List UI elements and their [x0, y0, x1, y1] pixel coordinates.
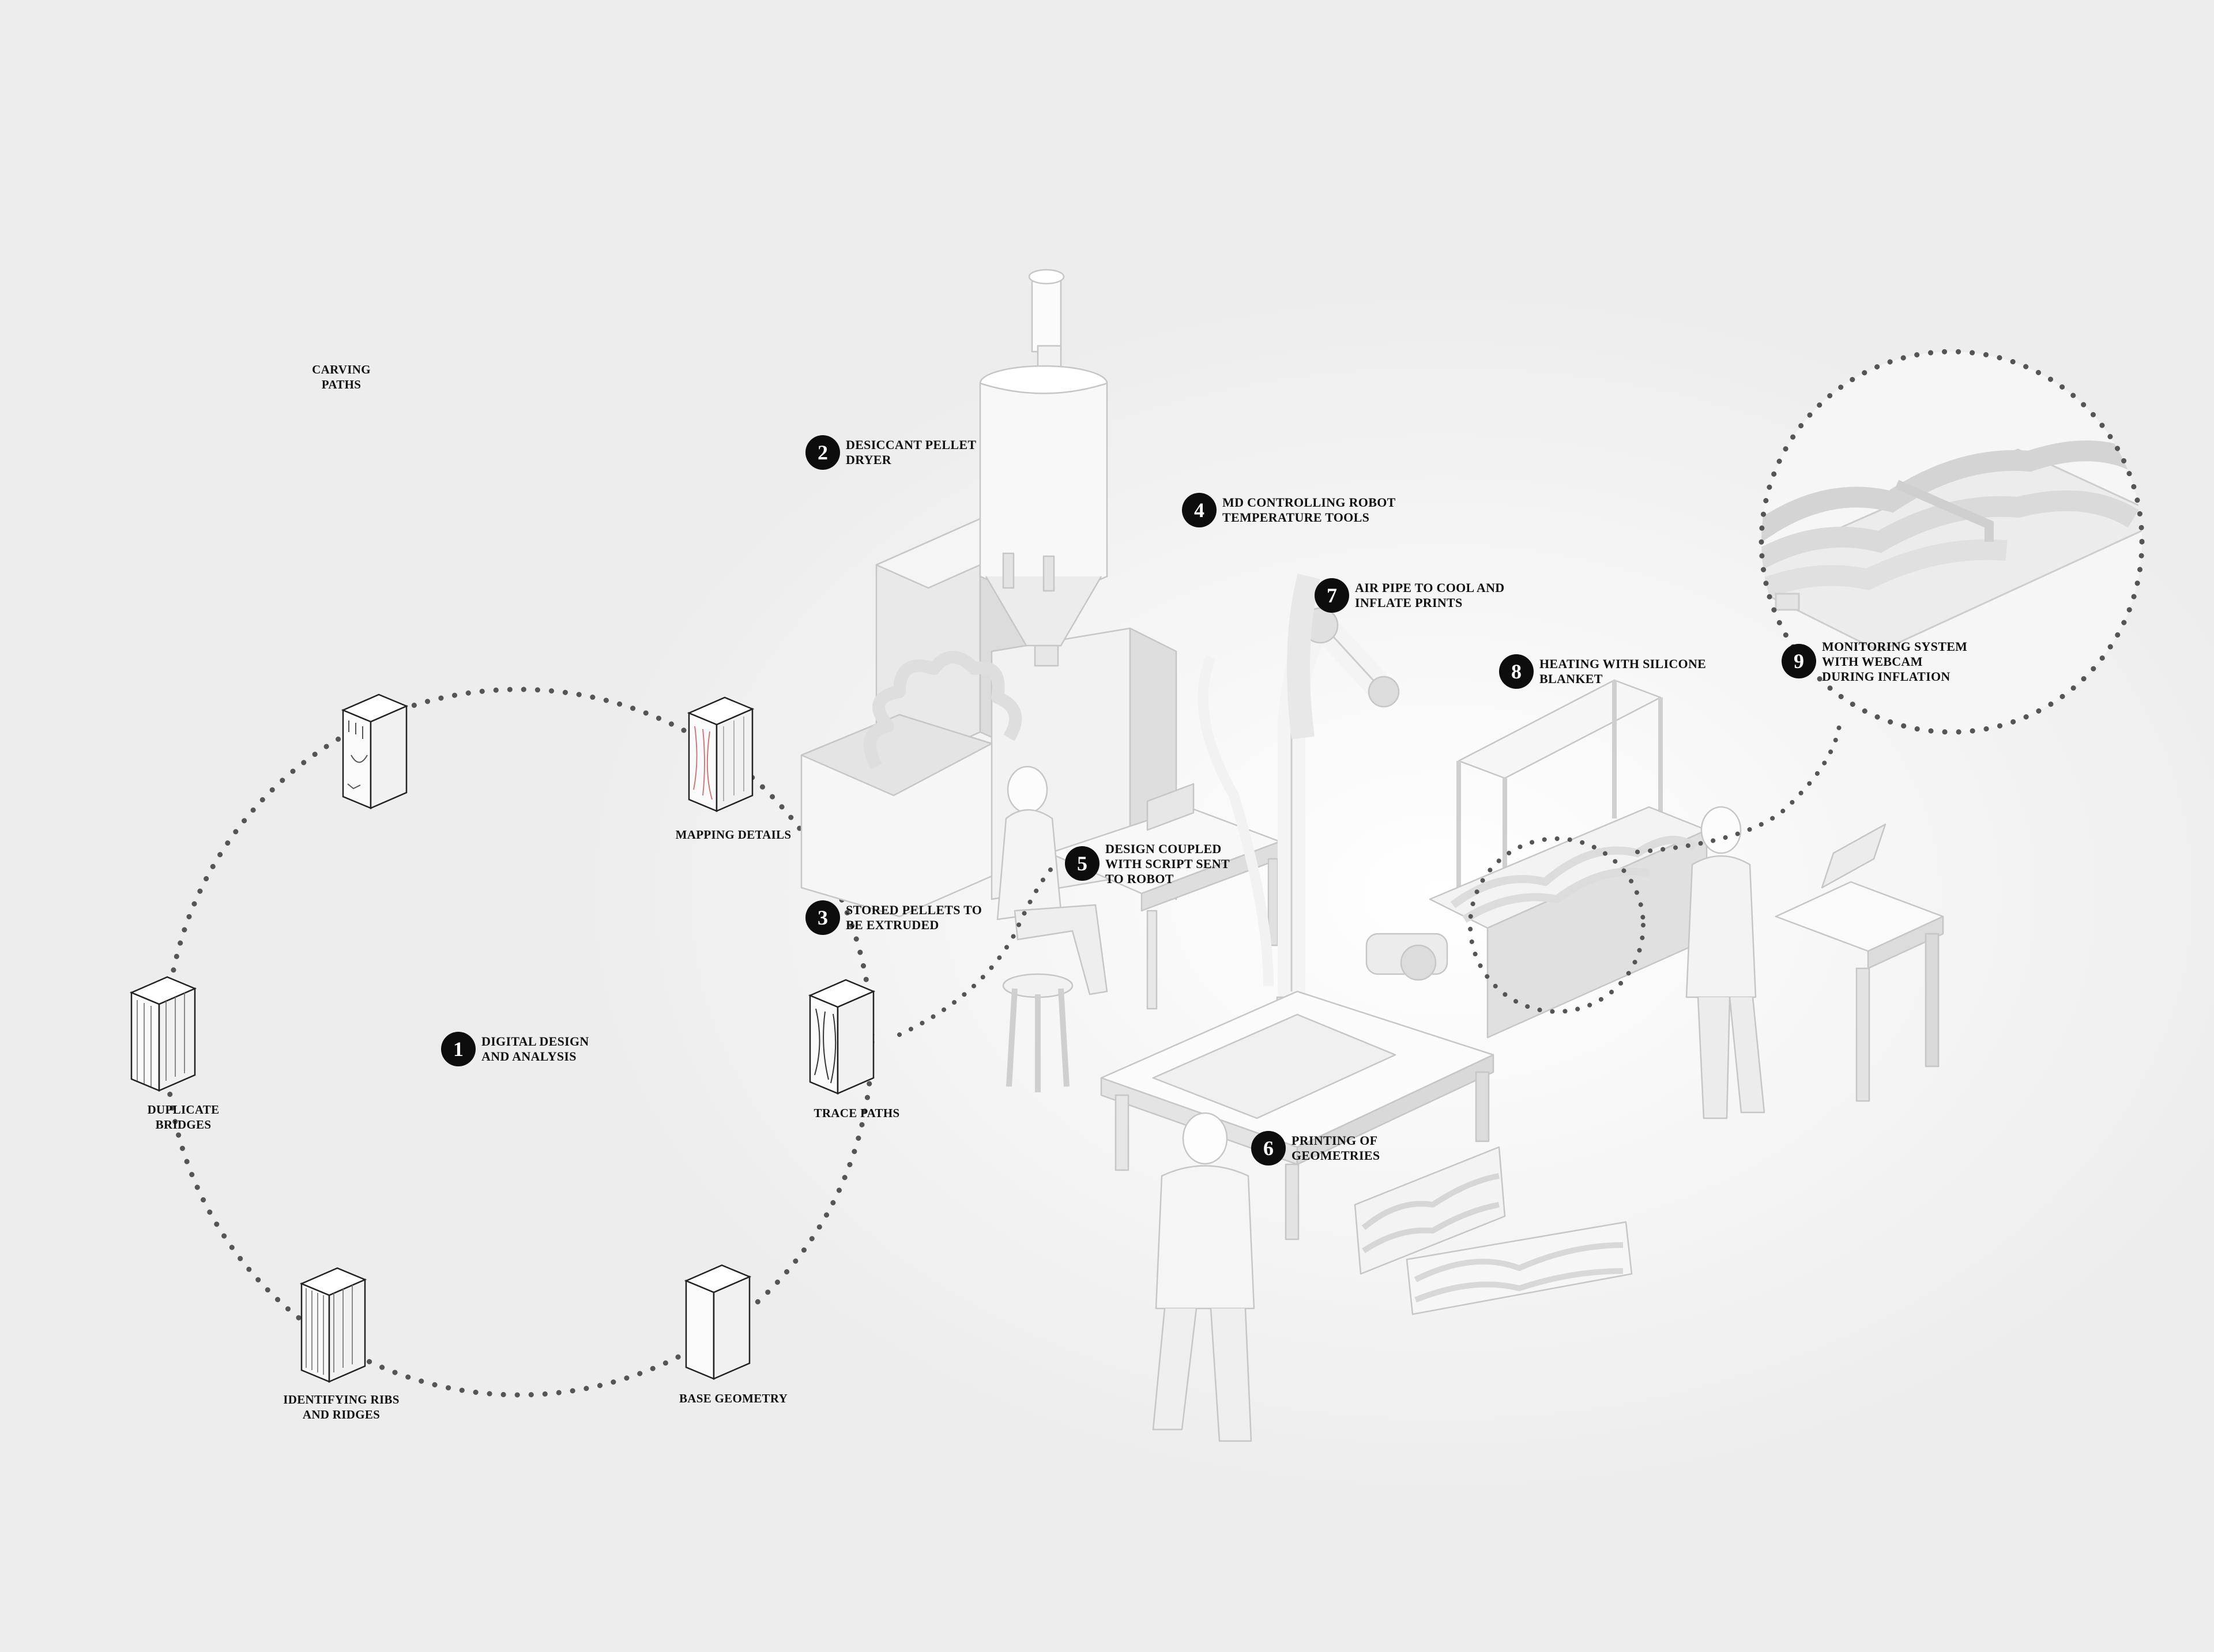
- callout-marker-2: [805, 435, 840, 470]
- callout-marker-9: [1782, 644, 1816, 678]
- cube-base-geometry: [684, 1264, 752, 1380]
- callout-number-3: 3: [818, 906, 828, 929]
- zoom-target-ring: [1468, 836, 1646, 1014]
- standing-person-front: [1152, 1112, 1255, 1442]
- pellet-bin: [800, 651, 1022, 918]
- callout-marker-5: [1065, 846, 1100, 881]
- zoom-detail: [1759, 349, 2145, 735]
- callout-marker-6: [1251, 1131, 1286, 1166]
- callout-number-2: 2: [818, 441, 828, 464]
- callout-number-5: 5: [1077, 852, 1087, 875]
- workshop-scene: [800, 269, 1944, 1442]
- callout-marker-1: [441, 1032, 476, 1066]
- callout-number-8: 8: [1511, 660, 1522, 683]
- connector-zoom: [1635, 724, 1842, 854]
- cube-identifying-ribs: [299, 1267, 367, 1383]
- cycle-label-trace: TRACE PATHS: [814, 1106, 900, 1120]
- air-compressor: [1365, 933, 1448, 981]
- callout-number-1: 1: [453, 1038, 464, 1061]
- printed-panels: [1354, 1146, 1633, 1315]
- callout-number-7: 7: [1327, 584, 1337, 607]
- cycle-label-base: BASE GEOMETRY: [679, 1391, 788, 1405]
- callout-number-4: 4: [1194, 499, 1204, 522]
- cube-duplicate-bridges: [129, 976, 197, 1092]
- heating-frame: [1429, 679, 1708, 1039]
- seated-operator: [996, 765, 1108, 1092]
- monitor-desk: [1775, 823, 1944, 1102]
- callout-number-9: 9: [1794, 650, 1804, 673]
- robot-arm: [1198, 574, 1400, 1044]
- callout-marker-3: [805, 900, 840, 935]
- cube-carving-paths: [341, 693, 409, 809]
- print-table: [1100, 990, 1494, 1240]
- cube-mapping-details: [687, 696, 755, 812]
- callout-marker-7: [1315, 578, 1349, 613]
- cycle-label-mapping: MAPPING DETAILS: [676, 828, 792, 842]
- cube-trace-paths: [808, 979, 876, 1095]
- operator-desk: [1048, 783, 1281, 1010]
- callout-marker-4: [1182, 493, 1217, 527]
- callout-marker-8: [1499, 654, 1534, 689]
- desiccant-dryer: [979, 269, 1108, 667]
- callout-number-6: 6: [1263, 1137, 1274, 1160]
